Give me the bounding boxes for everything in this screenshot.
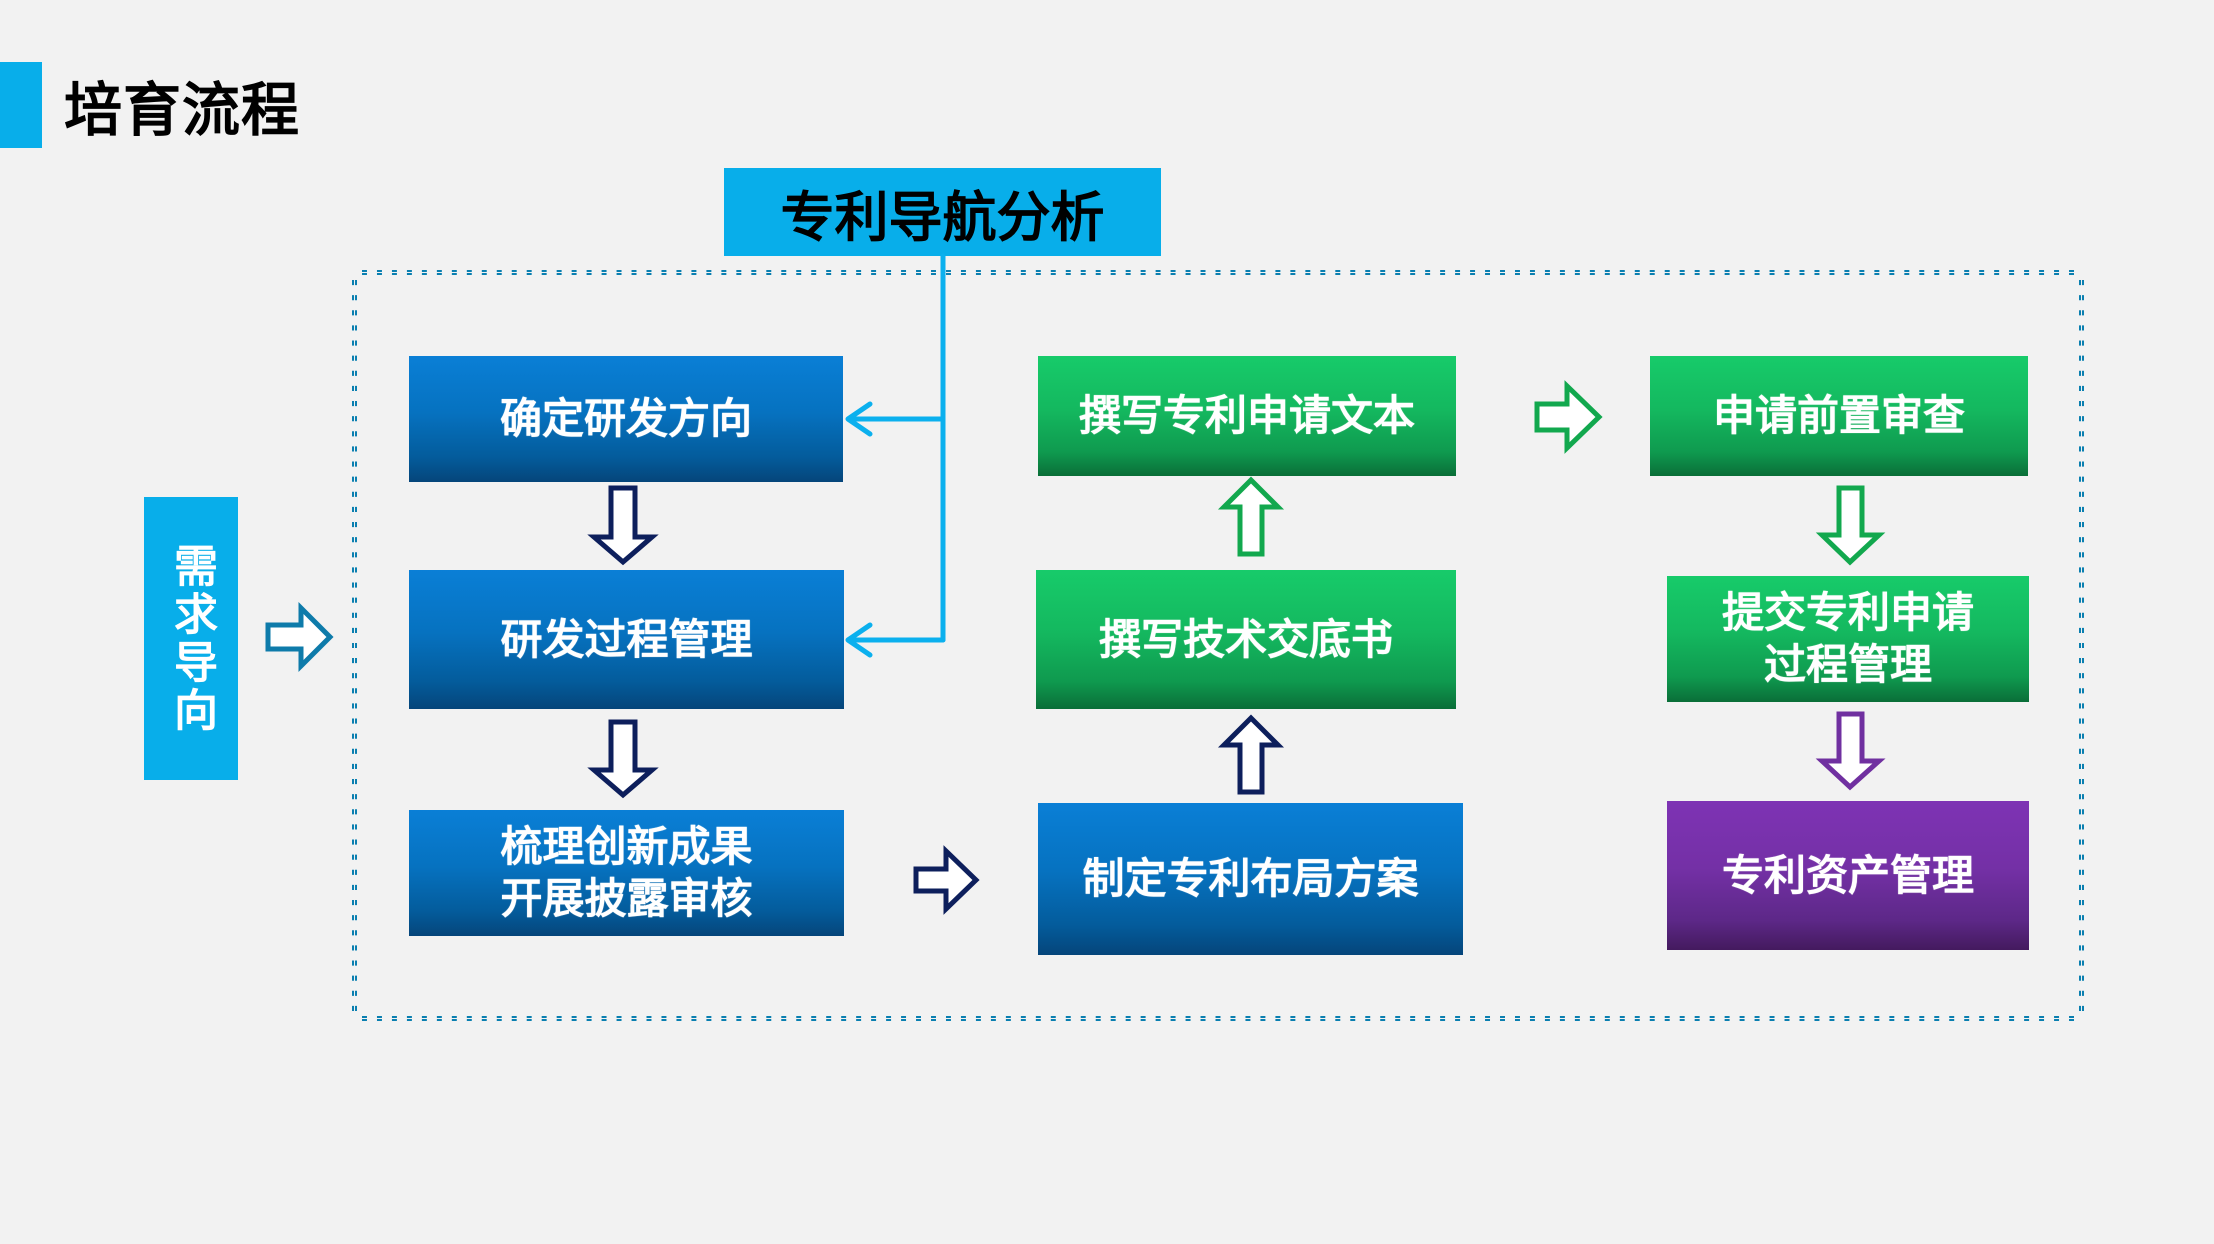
nav-connector [845,253,946,658]
step-sort-innovation[interactable]: 梳理创新成果 开展披露审核 [409,810,844,936]
patent-navigation-box[interactable]: 专利导航分析 [724,168,1161,256]
step-label: 研发过程管理 [500,614,753,664]
step-label: 撰写专利申请文本 [1078,391,1415,440]
patent-navigation-label: 专利导航分析 [780,185,1105,249]
connector-arrow-to-rd-process [845,622,946,658]
connector-arrow-to-determine-direction [845,401,946,437]
right-arrow-icon [265,601,334,673]
down-arrow-icon [1815,485,1886,566]
page-title: 培育流程 [64,76,301,144]
down-arrow-icon [1815,711,1886,791]
process-frame [352,270,2084,1021]
step-pre-review[interactable]: 申请前置审查 [1650,356,2028,476]
down-arrow-icon [587,485,659,566]
right-arrow-icon [1534,380,1603,454]
title-accent-bar [0,62,42,148]
step-label: 撰写技术交底书 [1098,614,1393,664]
step-label: 提交专利申请 过程管理 [1721,588,1974,689]
step-label: 确定研发方向 [499,394,752,443]
step-label: 制定专利布局方案 [1082,854,1419,903]
step-layout-plan[interactable]: 制定专利布局方案 [1038,803,1463,955]
demand-orientation-box[interactable]: 需求导向 [144,497,238,780]
demand-orientation-label: 需求导向 [166,542,217,735]
step-write-application[interactable]: 撰写专利申请文本 [1038,356,1456,476]
down-arrow-icon [587,719,659,799]
step-label: 专利资产管理 [1721,850,1974,900]
up-arrow-icon [1217,714,1285,795]
step-asset-management[interactable]: 专利资产管理 [1667,801,2029,950]
step-rd-process[interactable]: 研发过程管理 [409,570,844,709]
step-submit-process[interactable]: 提交专利申请 过程管理 [1667,576,2029,702]
up-arrow-icon [1217,476,1285,557]
step-tech-disclosure[interactable]: 撰写技术交底书 [1036,570,1456,709]
step-label: 梳理创新成果 开展披露审核 [500,822,753,923]
step-label: 申请前置审查 [1712,391,1965,440]
right-arrow-icon [913,845,980,915]
step-determine-direction[interactable]: 确定研发方向 [409,356,843,482]
